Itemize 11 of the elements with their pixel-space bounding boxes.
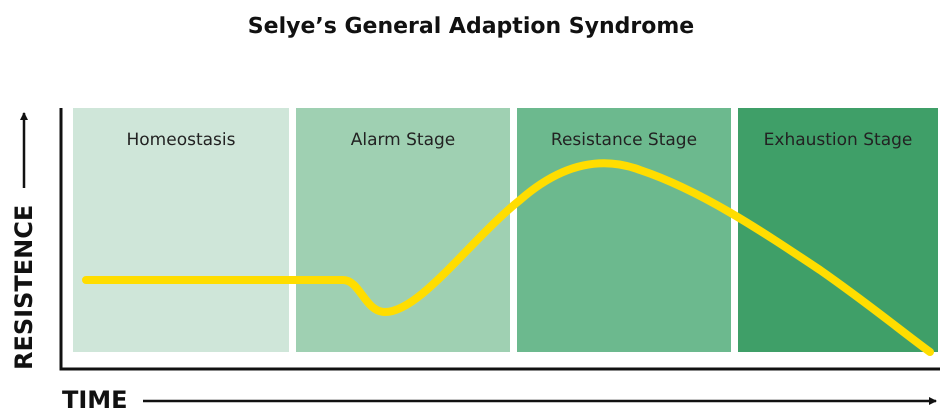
axis-label: TIME bbox=[62, 386, 128, 414]
stage-panel bbox=[517, 108, 731, 352]
stage-panel bbox=[73, 108, 289, 352]
stage-label: Resistance Stage bbox=[550, 130, 698, 150]
chart-title: Selye’s General Adaption Syndrome bbox=[246, 14, 696, 39]
stage-label: Homeostasis bbox=[126, 130, 236, 150]
stage-label: Alarm Stage bbox=[350, 130, 456, 150]
stage-panel bbox=[738, 108, 938, 352]
stage-label: Exhaustion Stage bbox=[764, 130, 912, 150]
stage-panel bbox=[296, 108, 510, 352]
axis-label: RESISTENCE bbox=[10, 204, 38, 370]
